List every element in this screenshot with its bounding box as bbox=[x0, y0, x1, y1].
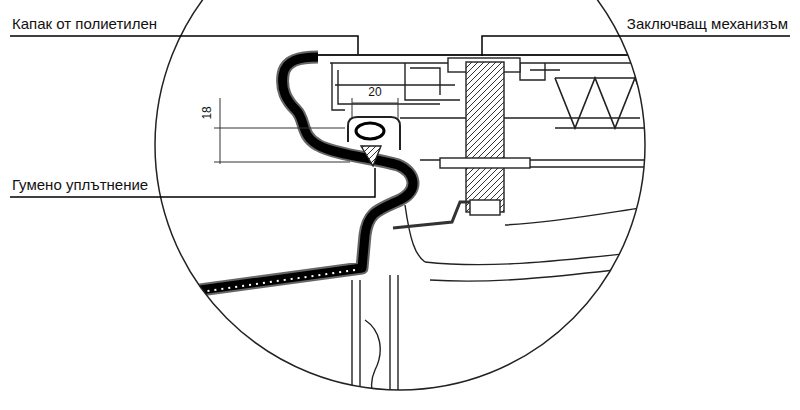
lid-top-line bbox=[318, 54, 660, 56]
detail-circle bbox=[155, 0, 645, 390]
body-line bbox=[405, 205, 425, 262]
leader-line bbox=[10, 168, 375, 197]
lid-rib bbox=[520, 63, 560, 80]
dimension-20 bbox=[352, 98, 398, 118]
leader-lines bbox=[10, 36, 790, 197]
seal-lip bbox=[361, 146, 381, 166]
seal-channel bbox=[348, 117, 400, 150]
body-line bbox=[430, 265, 660, 281]
dimension-18 bbox=[214, 98, 350, 164]
part-label: Капак от полиетилен bbox=[12, 15, 157, 32]
part-label: Гумено уплътнение bbox=[12, 176, 148, 193]
body-line bbox=[425, 250, 660, 265]
lock-nut bbox=[470, 200, 500, 215]
body-curve bbox=[365, 320, 385, 410]
rubber-seal bbox=[356, 123, 384, 139]
lid-line bbox=[335, 84, 455, 85]
lock-clip bbox=[393, 202, 470, 228]
hatched-band bbox=[200, 270, 355, 292]
lock-washer bbox=[440, 158, 530, 168]
leader-line bbox=[482, 36, 790, 56]
part-label: Заключващ механизъм bbox=[627, 15, 788, 32]
lid-profile bbox=[200, 57, 413, 290]
lock-pin bbox=[466, 62, 504, 212]
lid-profile-outline bbox=[200, 57, 413, 290]
dimension-value: 20 bbox=[368, 86, 381, 100]
leader-line bbox=[10, 36, 358, 54]
zigzag-rib bbox=[555, 78, 655, 128]
dimension-value: 18 bbox=[201, 106, 215, 119]
section-view bbox=[200, 55, 660, 410]
lid-line bbox=[400, 118, 660, 167]
dimension-lines bbox=[214, 98, 398, 164]
